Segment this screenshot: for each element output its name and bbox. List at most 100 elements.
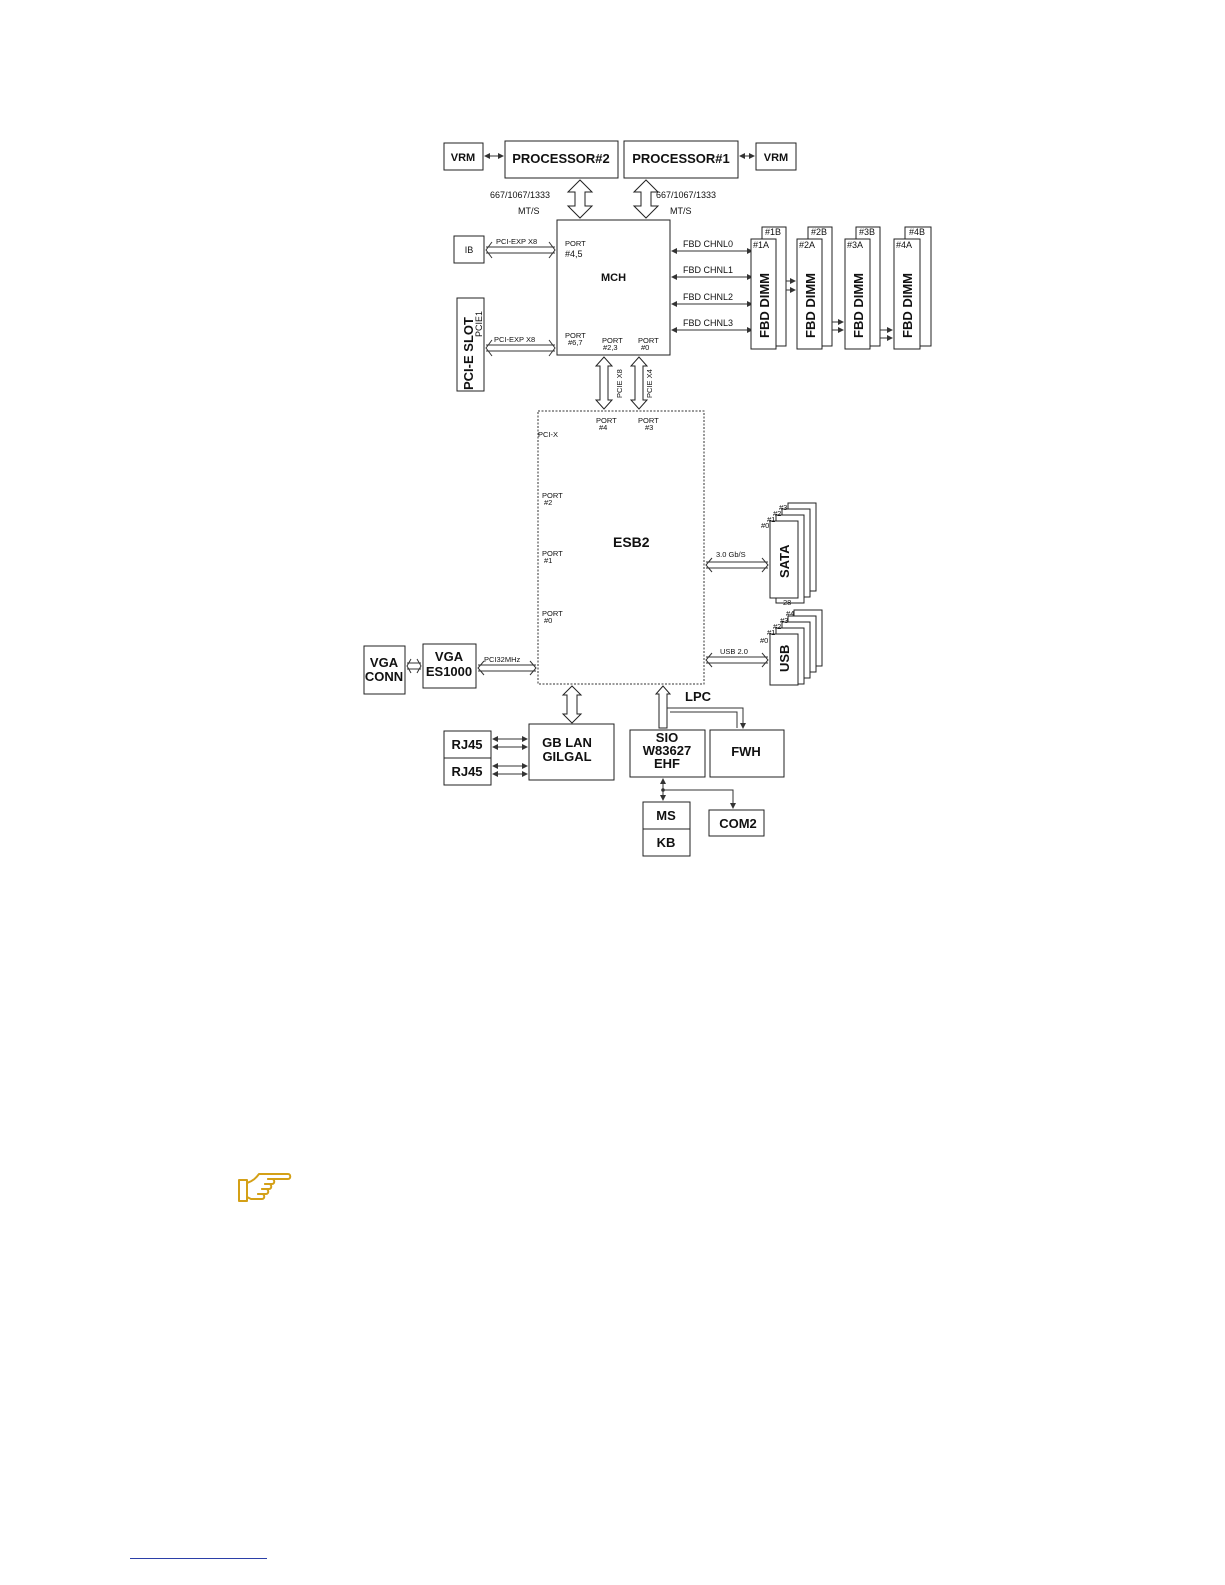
fsb-left-arrow <box>566 179 594 219</box>
dimm-1a-label: #1A <box>753 240 769 250</box>
usb-label: USB <box>777 645 792 672</box>
esb2-block: ESB2 PCI-X PORT #4 PORT #3 PORT #2 PORT … <box>537 410 705 685</box>
fwh-label: FWH <box>731 744 761 759</box>
dimm-1-label: FBD DIMM <box>757 273 772 338</box>
vrm-left-block: VRM <box>443 142 484 171</box>
dimm-3-label: FBD DIMM <box>851 273 866 338</box>
gblan-block: GB LAN GILGAL <box>528 723 615 781</box>
dimm-4-label: FBD DIMM <box>900 273 915 338</box>
dimm-2a-label: #2A <box>799 240 815 250</box>
mch-port-0-b: #0 <box>641 343 649 352</box>
esb-port-0-b: #0 <box>544 616 552 625</box>
dimm-4a-label: #4A <box>896 240 912 250</box>
pci32-label: PCI32MHz <box>484 655 521 664</box>
sio-block: SIO W83627 EHF <box>629 729 706 778</box>
mch-port-45-b: #4,5 <box>565 249 583 259</box>
esb-port-3-a: PORT <box>638 416 659 425</box>
dimm-2b-label: #2B <box>811 227 827 237</box>
usb-port-4: #4 <box>786 609 794 618</box>
sata-port-2: #2 <box>773 509 781 518</box>
usb-link <box>705 652 769 668</box>
sata-port-1: #1 <box>767 515 775 524</box>
mch-port-23-b: #2,3 <box>603 343 618 352</box>
vga-chip-block: VGA ES1000 <box>422 643 477 689</box>
fbd-channel-links <box>671 248 753 333</box>
rj45-1-block: RJ45 <box>443 730 492 759</box>
processor-2-label: PROCESSOR#2 <box>512 151 610 166</box>
sata-label: SATA <box>777 544 792 578</box>
ms-block: MS <box>642 801 691 830</box>
usb-port-2: #2 <box>773 622 781 631</box>
pcie-slot-block: PCI-E SLOT PCIE1 <box>456 297 485 392</box>
esb-port-1-b: #1 <box>544 556 552 565</box>
pcie-slot-id: PCIE1 <box>474 311 484 337</box>
fbd-chnl3: FBD CHNL3 <box>683 318 733 328</box>
sata-port-0: #0 <box>761 521 769 530</box>
sata-link <box>705 557 769 573</box>
usb-port-3: #3 <box>780 616 788 625</box>
esb-port-0-a: PORT <box>542 609 563 618</box>
ib-link <box>485 241 556 259</box>
rj45-links <box>492 736 528 777</box>
rj45-1-label: RJ45 <box>451 737 482 752</box>
vrm-right-block: VRM <box>755 142 797 171</box>
dimm-3a-label: #3A <box>847 240 863 250</box>
dimm-4b-label: #4B <box>909 227 925 237</box>
lpc-label: LPC <box>685 689 712 704</box>
processor-1-block: PROCESSOR#1 <box>623 140 739 179</box>
mch-port-0-a: PORT <box>638 336 659 345</box>
ib-block: IB <box>453 235 485 264</box>
esb-port-2-b: #2 <box>544 498 552 507</box>
processor-2-block: PROCESSOR#2 <box>504 140 619 179</box>
gblan-line1: GB LAN <box>542 735 592 750</box>
vga-conn-line2: CONN <box>365 669 403 684</box>
kb-label: KB <box>657 835 676 850</box>
pci-exp-x8-bottom: PCI-EXP X8 <box>494 335 535 344</box>
sata-block: #3 #2 #1 #0 SATA 28 <box>761 502 817 607</box>
sata-port-3: #3 <box>779 503 787 512</box>
usb-block: #4 #3 #2 #1 #0 USB <box>760 609 823 686</box>
vga-conn-line1: VGA <box>370 655 399 670</box>
vga-chip-line2: ES1000 <box>426 664 472 679</box>
ib-label: IB <box>465 245 474 255</box>
gblan-line2: GILGAL <box>542 749 591 764</box>
sata-speed-label: 3.0 Gb/S <box>716 550 746 559</box>
pointing-hand-icon <box>238 1173 292 1202</box>
vga-chip-line1: VGA <box>435 649 464 664</box>
esb-port-4-b: #4 <box>599 423 607 432</box>
usb-speed-label: USB 2.0 <box>720 647 748 656</box>
pcie-slot-link <box>485 339 556 357</box>
pci-x-label: PCI-X <box>538 430 558 439</box>
mch-port-67-a: PORT <box>565 331 586 340</box>
fsb-right-speed: 667/1067/1333 <box>656 190 716 200</box>
pci32-link <box>477 660 537 676</box>
usb-port-0: #0 <box>760 636 768 645</box>
com2-label: COM2 <box>719 816 757 831</box>
mch-port-45-a: PORT <box>565 239 586 248</box>
pcie-x4-link: PCIE X4 <box>629 356 654 410</box>
vga-conn-link <box>406 658 422 674</box>
sio-peripheral-links <box>660 778 736 809</box>
vrm-left-label: VRM <box>451 152 475 164</box>
fsb-right-arrow <box>632 179 660 219</box>
vrm-right-label: VRM <box>764 152 788 164</box>
sio-line1: SIO <box>656 730 678 745</box>
ms-label: MS <box>656 808 676 823</box>
pcie-x8-link-label: PCIE X8 <box>615 369 624 398</box>
esb-port-2-a: PORT <box>542 491 563 500</box>
fsb-left-units: MT/S <box>518 206 540 216</box>
fbd-chnl2: FBD CHNL2 <box>683 292 733 302</box>
dimm-group-2: #2B #2A FBD DIMM <box>796 226 833 350</box>
dimm-group-3: #3B #3A FBD DIMM <box>844 226 881 350</box>
dimm-1b-label: #1B <box>765 227 781 237</box>
kb-block: KB <box>642 828 691 857</box>
esb-port-4-a: PORT <box>596 416 617 425</box>
com2-block: COM2 <box>708 809 765 837</box>
dimm-group-1: #1B #1A FBD DIMM <box>750 226 787 350</box>
mch-port-23-a: PORT <box>602 336 623 345</box>
rj45-2-block: RJ45 <box>443 757 492 786</box>
pcie-x8-link: PCIE X8 <box>594 356 624 410</box>
esb-port-1-a: PORT <box>542 549 563 558</box>
fbd-chnl1: FBD CHNL1 <box>683 265 733 275</box>
